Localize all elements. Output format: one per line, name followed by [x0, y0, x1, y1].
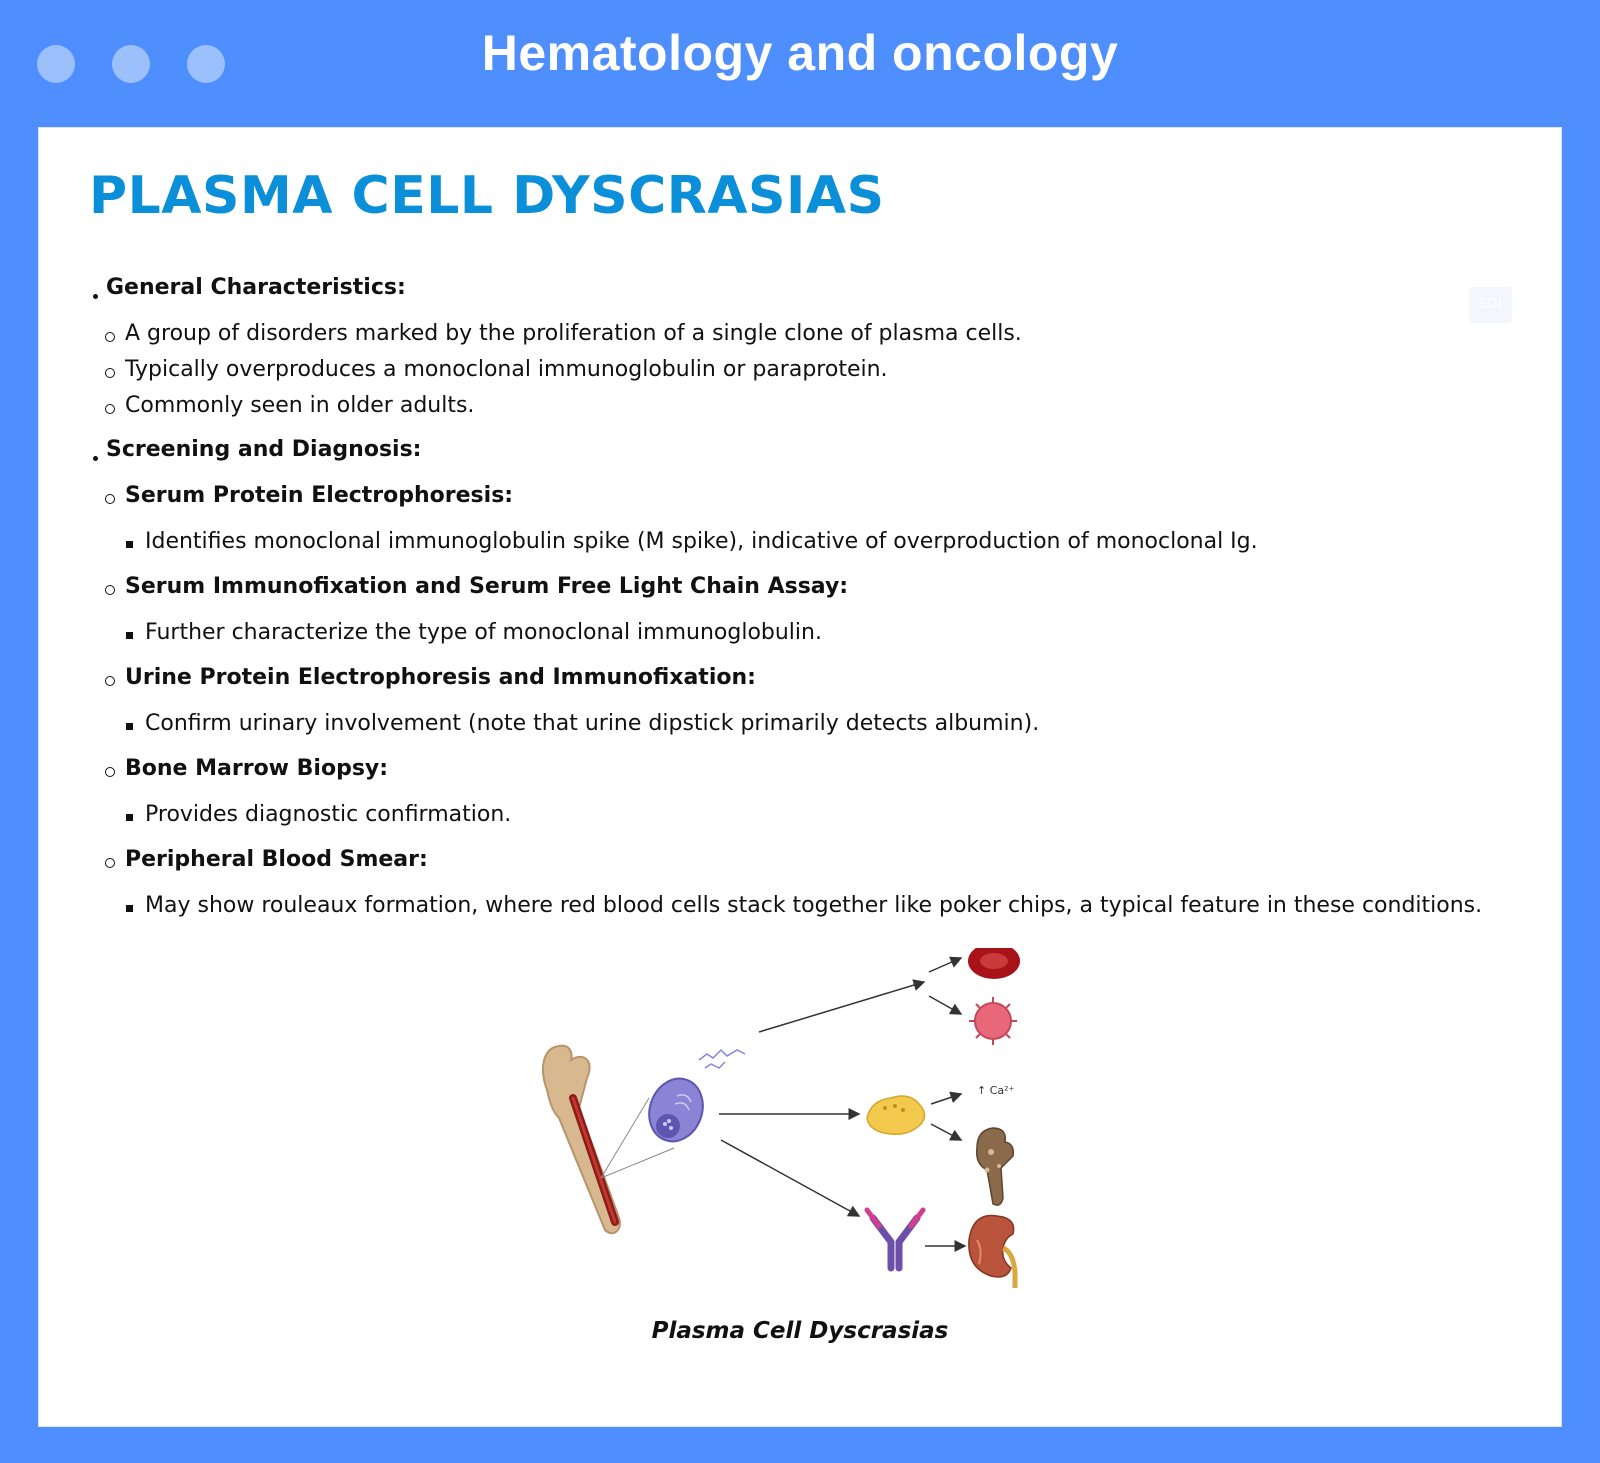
calcium-label: ↑ Ca²⁺ — [977, 1084, 1015, 1097]
window-control-dot[interactable] — [187, 45, 225, 83]
list-item: A group of disorders marked by the proli… — [125, 321, 1022, 346]
section-heading: General Characteristics: — [106, 275, 406, 300]
square-bullet-icon — [126, 814, 133, 821]
circle-bullet-icon — [105, 585, 115, 595]
app-title: Hematology and oncology — [481, 25, 1119, 81]
circle-bullet-icon — [105, 332, 115, 342]
bone-icon — [542, 1044, 621, 1235]
square-bullet-icon — [126, 723, 133, 730]
circle-bullet-icon — [105, 767, 115, 777]
subsection-heading: Urine Protein Electrophoresis and Immuno… — [125, 665, 756, 690]
circle-bullet-icon — [105, 858, 115, 868]
content-panel: PLASMA CELL DYSCRASIAS EDI General Chara… — [38, 127, 1562, 1427]
window-control-dot[interactable] — [112, 45, 150, 83]
square-bullet-icon — [126, 905, 133, 912]
plasma-cell-figure: ↑ Ca²⁺ — [542, 948, 1020, 1288]
subsection-heading: Serum Protein Electrophoresis: — [125, 483, 514, 508]
bullet-icon — [93, 294, 98, 299]
square-bullet-icon — [126, 632, 133, 639]
circle-bullet-icon — [105, 676, 115, 686]
window-titlebar: Hematology and oncology — [0, 0, 1600, 127]
list-item: Provides diagnostic confirmation. — [145, 802, 512, 827]
subsection-heading: Peripheral Blood Smear: — [125, 847, 428, 872]
subsection-heading: Bone Marrow Biopsy: — [125, 756, 389, 781]
edit-button[interactable]: EDI — [1469, 287, 1512, 323]
circle-bullet-icon — [105, 404, 115, 414]
list-item: Commonly seen in older adults. — [125, 393, 475, 418]
plasma-cell-icon — [648, 1077, 704, 1143]
section-heading: Screening and Diagnosis: — [106, 437, 422, 462]
figure-caption: Plasma Cell Dyscrasias — [651, 1318, 949, 1344]
light-chain-icon — [698, 1048, 746, 1069]
list-item: Identifies monoclonal immunoglobulin spi… — [145, 529, 1258, 554]
bone-lesion-icon — [975, 1127, 1015, 1206]
osteoclast-icon — [866, 1095, 926, 1136]
circle-bullet-icon — [105, 494, 115, 504]
list-item: Confirm urinary involvement (note that u… — [145, 711, 1040, 736]
virus-icon — [969, 997, 1017, 1045]
circle-bullet-icon — [105, 368, 115, 378]
kidney-icon — [968, 1214, 1018, 1288]
red-blood-cell-icon — [968, 948, 1020, 979]
square-bullet-icon — [126, 541, 133, 548]
list-item: May show rouleaux formation, where red b… — [145, 893, 1483, 918]
antibody-icon — [864, 1207, 926, 1272]
window-control-dot[interactable] — [37, 45, 75, 83]
subsection-heading: Serum Immunofixation and Serum Free Ligh… — [125, 574, 849, 599]
list-item: Typically overproduces a monoclonal immu… — [125, 357, 888, 382]
page-title: PLASMA CELL DYSCRASIAS — [89, 166, 885, 226]
bullet-icon — [93, 456, 98, 461]
list-item: Further characterize the type of monoclo… — [145, 620, 822, 645]
